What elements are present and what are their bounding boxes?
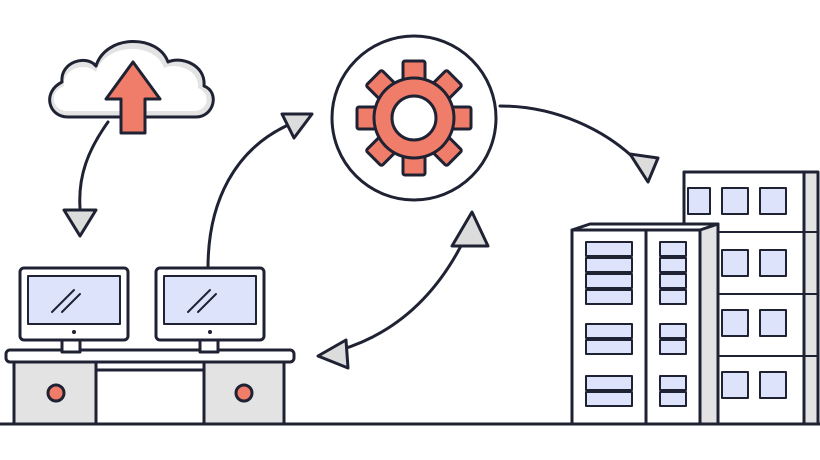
arrow-desk-to-gear (206, 112, 314, 270)
arrow-cloud-to-desk (62, 120, 110, 238)
desk-top (4, 348, 296, 364)
office-building-icon (570, 222, 720, 426)
monitor-icon (154, 266, 266, 354)
desk (4, 348, 296, 426)
monitor-icon (18, 266, 130, 354)
arrow-gear-to-buildings (498, 104, 660, 184)
gear-icon (330, 34, 498, 202)
arrow-desk-gear-bidirectional (316, 210, 490, 370)
cloud-upload-icon (48, 40, 215, 135)
